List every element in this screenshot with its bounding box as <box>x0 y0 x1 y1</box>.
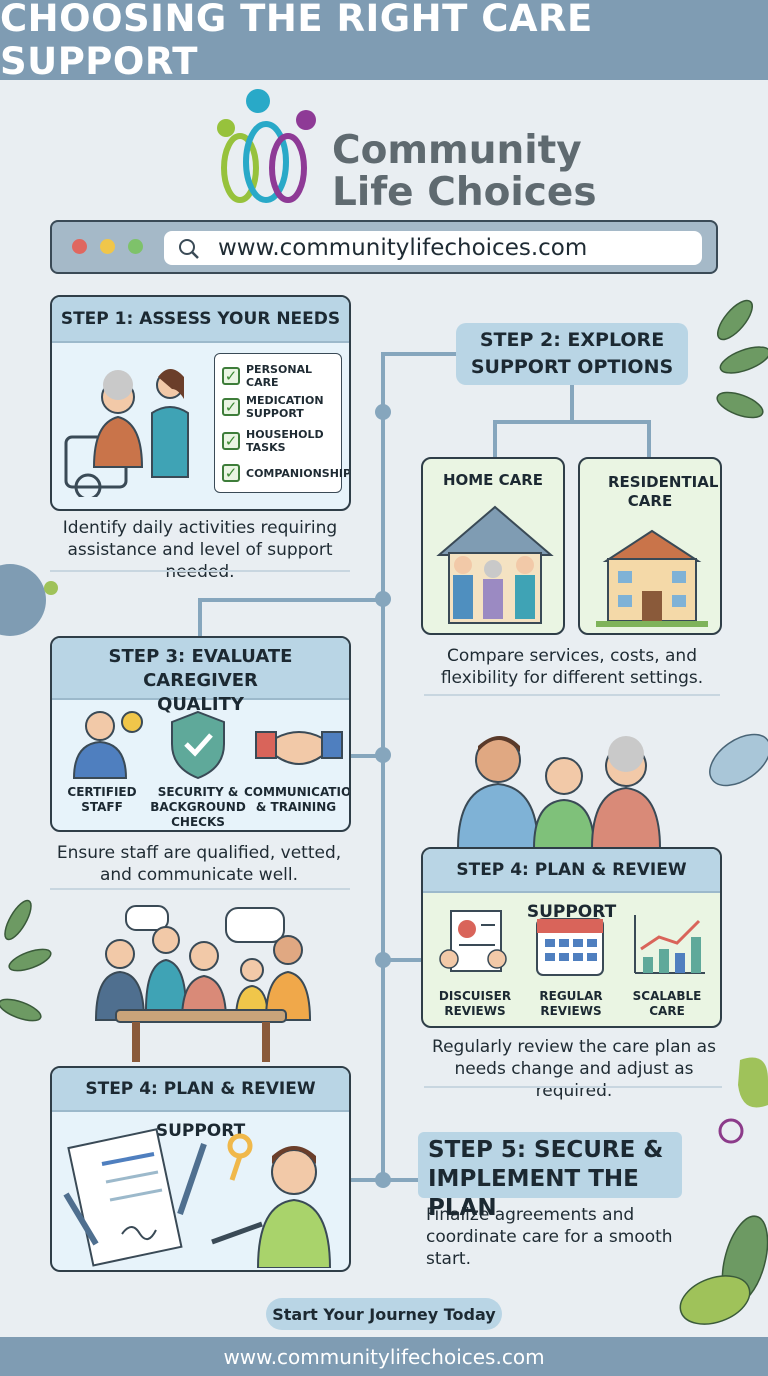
footer-bar: www.communitylifechoices.com <box>0 1337 768 1376</box>
document-review-icon <box>439 910 507 972</box>
options-branch-bar <box>493 420 651 424</box>
certified-staff-icon <box>72 711 143 779</box>
timeline-node <box>375 952 391 968</box>
checklist-item: ✓ PERSONAL CARE <box>222 362 334 390</box>
growth-chart-icon <box>634 915 705 974</box>
certified-staff-label: CERTIFIED STAFF <box>67 785 137 814</box>
step4-right-card: STEP 4: PLAN & REVIEW SUPPORT DISCUISER … <box>421 847 722 1028</box>
green-blob-decoration <box>738 1057 768 1108</box>
logo-line-2: Life Choices <box>332 170 597 215</box>
security-checks-label: SECURITY & BACKGROUND CHECKS <box>150 785 246 829</box>
leaf-decoration-left <box>0 899 52 1022</box>
timeline-node <box>375 591 391 607</box>
checklist-item: ✓ HOUSEHOLD TASKS <box>222 424 334 458</box>
handshake-icon <box>255 731 343 765</box>
check-icon: ✓ <box>222 398 240 416</box>
step5-caption: Finalize agreements and coordinate care … <box>426 1205 673 1269</box>
maximize-dot-icon <box>128 239 143 254</box>
security-shield-icon <box>171 710 225 780</box>
home-care-label: HOME CARE <box>442 471 544 489</box>
check-icon: ✓ <box>222 367 240 385</box>
family-meeting-illustration-icon <box>94 905 312 1062</box>
needs-checklist: ✓ PERSONAL CARE ✓ MEDICATION SUPPORT ✓ H… <box>214 353 349 493</box>
browser-bar: www.communitylifechoices.com <box>50 220 718 274</box>
leaf-decoration-top-right <box>716 299 768 419</box>
timeline-connector-step3 <box>198 598 384 602</box>
timeline-connector-step4 <box>383 958 421 962</box>
logo-wordmark: Community Life Choices <box>332 130 597 214</box>
options-branch-right <box>647 420 651 458</box>
search-icon <box>179 239 199 259</box>
step4-left-title: STEP 4: PLAN & REVIEW SUPPORT <box>52 1068 349 1141</box>
step2-caption: Compare services, costs, and flexibility… <box>440 646 704 688</box>
step4-right-divider <box>424 1086 722 1088</box>
step3-title: STEP 3: EVALUATE CAREGIVER QUALITY <box>52 638 349 715</box>
step2-divider <box>424 694 720 696</box>
options-branch-left <box>493 420 497 458</box>
timeline-node <box>375 747 391 763</box>
timeline-node <box>375 1172 391 1188</box>
logo-line-1: Community <box>332 128 582 173</box>
step1-caption: Identify daily activities requiring assi… <box>62 518 338 582</box>
scalable-care-label: SCALABLE CARE <box>632 989 702 1018</box>
step1-title: STEP 1: ASSESS YOUR NEEDS <box>52 297 349 343</box>
check-icon: ✓ <box>222 432 240 450</box>
regular-reviews-label: REGULAR REVIEWS <box>539 989 603 1018</box>
options-branch-stem <box>570 384 574 422</box>
blue-blob-decoration <box>0 564 46 636</box>
step4-right-title: STEP 4: PLAN & REVIEW SUPPORT <box>423 849 720 922</box>
timeline-connector-step3-mid <box>350 754 384 758</box>
page-title: CHOOSING THE RIGHT CARE SUPPORT <box>0 0 593 83</box>
caregiver-with-senior-illustration-icon <box>64 369 189 497</box>
step3-card: STEP 3: EVALUATE CAREGIVER QUALITY CERTI… <box>50 636 351 832</box>
start-journey-label: Start Your Journey Today <box>272 1304 496 1324</box>
community-people-logo-icon <box>217 89 316 203</box>
timeline-node <box>375 404 391 420</box>
checklist-item: ✓ COMPANIONSHIP <box>222 458 349 488</box>
residential-care-option[interactable]: RESIDENTIAL CARE <box>578 457 722 635</box>
home-care-option[interactable]: HOME CARE <box>421 457 565 635</box>
start-journey-button[interactable]: Start Your Journey Today <box>266 1298 502 1330</box>
timeline-vertical <box>381 352 385 1180</box>
step5-title: STEP 5: SECURE & IMPLEMENT THE PLAN <box>418 1132 682 1221</box>
purple-ring-decoration <box>718 1118 744 1144</box>
discuiser-reviews-label: DISCUISER REVIEWS <box>438 989 512 1018</box>
url-bar[interactable]: www.communitylifechoices.com <box>164 231 702 265</box>
residential-building-icon <box>596 529 708 627</box>
green-dot-decoration <box>44 581 58 595</box>
step2-title: STEP 2: EXPLORE SUPPORT OPTIONS <box>456 323 688 385</box>
leaf-decoration-mid-right <box>709 733 768 787</box>
header-bar: CHOOSING THE RIGHT CARE SUPPORT <box>0 0 768 83</box>
residential-care-label: RESIDENTIAL CARE <box>608 473 719 510</box>
family-illustration-icon <box>456 736 662 848</box>
check-icon: ✓ <box>222 464 240 482</box>
signing-agreement-illustration-icon <box>63 1128 332 1268</box>
footer-url[interactable]: www.communitylifechoices.com <box>223 1344 545 1369</box>
home-care-house-icon <box>436 505 554 624</box>
minimize-dot-icon <box>100 239 115 254</box>
leaf-decoration-bottom-right <box>679 1215 768 1325</box>
step1-card: STEP 1: ASSESS YOUR NEEDS ✓ PERSONAL CAR… <box>50 295 351 511</box>
step3-caption: Ensure staff are qualified, vetted, and … <box>56 843 342 885</box>
calendar-icon <box>536 918 604 976</box>
url-text: www.communitylifechoices.com <box>218 235 588 261</box>
checklist-item: ✓ MEDICATION SUPPORT <box>222 390 334 424</box>
timeline-connector-step3-down <box>198 598 202 636</box>
close-dot-icon <box>72 239 87 254</box>
timeline-connector-step2 <box>381 352 459 356</box>
step4-left-card: STEP 4: PLAN & REVIEW SUPPORT <box>50 1066 351 1272</box>
step4-right-caption: Regularly review the care plan as needs … <box>432 1037 716 1101</box>
communication-training-label: COMMUNICATION & TRAINING <box>244 785 351 814</box>
step1-divider <box>50 570 350 572</box>
step3-divider <box>50 888 350 890</box>
